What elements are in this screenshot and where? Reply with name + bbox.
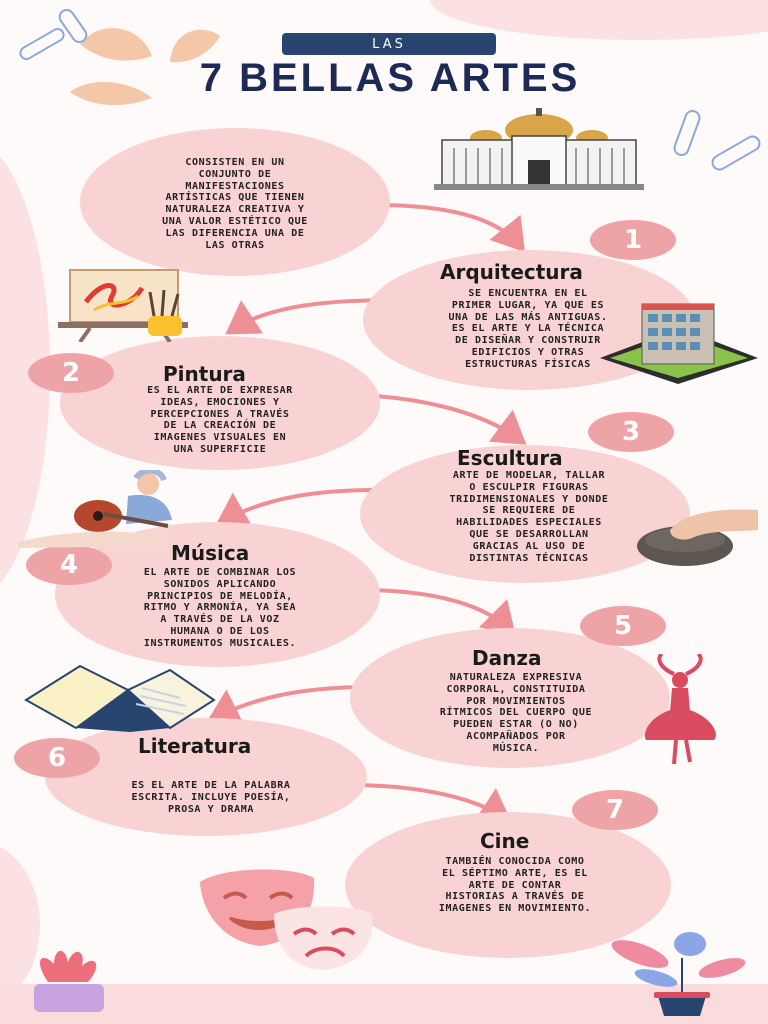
escultura-number-badge: 3 <box>588 412 674 452</box>
palace-icon <box>434 108 644 190</box>
intro-text: CONSISTEN EN UN CONJUNTO DE MANIFESTACIO… <box>162 157 308 251</box>
cine-description: TAMBIÉN CONOCIDA COMO EL SÉPTIMO ARTE, E… <box>438 856 592 915</box>
cine-number-badge: 7 <box>572 790 658 830</box>
clay-hand-icon <box>637 509 758 566</box>
danza-blob <box>350 628 670 768</box>
literatura-blob <box>45 718 367 836</box>
plant-pot-icon <box>34 950 104 1012</box>
bottom-band <box>0 984 768 1024</box>
literatura-title: Literatura <box>138 734 252 758</box>
danza-title: Danza <box>472 646 542 670</box>
escultura-description: ARTE DE MODELAR, TALLAR O ESCULPIR FIGUR… <box>449 470 609 564</box>
leaf-decoration-icon <box>70 28 220 106</box>
paperclip-icon <box>19 8 88 60</box>
building-icon <box>600 303 758 384</box>
cine-title: Cine <box>480 829 530 853</box>
dancer-icon <box>644 654 716 765</box>
book-icon <box>24 664 216 732</box>
intro-blob <box>80 128 390 276</box>
danza-description: NATURALEZA EXPRESIVA CORPORAL, CONSTITUI… <box>439 672 593 754</box>
theater-masks-icon <box>200 869 373 970</box>
pintura-title: Pintura <box>163 362 246 386</box>
page-title: 7 BELLAS ARTES <box>199 56 581 100</box>
literatura-description: ES EL ARTE DE LA PALABRA ESCRITA. INCLUY… <box>131 780 291 815</box>
pintura-blob <box>60 336 380 470</box>
title-kicker: LAS <box>282 33 496 55</box>
musica-title: Música <box>171 541 250 565</box>
literatura-number-badge: 6 <box>14 738 100 778</box>
arquitectura-number-badge: 1 <box>590 220 676 260</box>
guitar-player-icon <box>18 470 172 548</box>
escultura-blob <box>360 445 690 583</box>
musica-description: EL ARTE DE COMBINAR LOS SONIDOS APLICAND… <box>143 567 297 649</box>
escultura-title: Escultura <box>457 446 563 470</box>
arquitectura-title: Arquitectura <box>440 260 583 284</box>
cine-blob <box>345 812 671 958</box>
danza-number-badge: 5 <box>580 606 666 646</box>
arquitectura-description: SE ENCUENTRA EN EL PRIMER LUGAR, YA QUE … <box>448 288 608 370</box>
pintura-number-badge: 2 <box>28 353 114 393</box>
plant-pot-icon <box>611 932 746 1016</box>
easel-icon <box>58 269 188 342</box>
paperclip-icon <box>673 109 761 171</box>
pintura-description: ES EL ARTE DE EXPRESAR IDEAS, EMOCIONES … <box>147 385 293 455</box>
musica-number-badge: 4 <box>26 545 112 585</box>
